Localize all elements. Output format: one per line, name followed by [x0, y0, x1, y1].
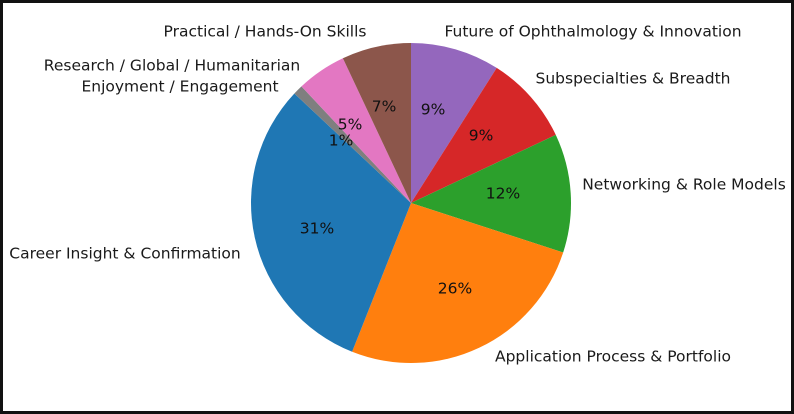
pie-slice-1[interactable] [411, 67, 556, 203]
pie-slice-percent-3: 26% [437, 279, 473, 298]
pie-slice-percent-1: 9% [468, 126, 494, 145]
pie-slice-percent-7: 7% [371, 97, 397, 116]
pie-slice-label-2: Networking & Role Models [582, 175, 786, 194]
pie-slice-label-0: Future of Ophthalmology & Innovation [444, 22, 742, 41]
pie-slice-3[interactable] [352, 203, 564, 363]
pie-slice-label-4: Career Insight & Confirmation [9, 244, 241, 263]
pie-slice-6[interactable] [301, 58, 411, 204]
pie-slice-percent-0: 9% [420, 100, 446, 119]
pie-chart-plot-area: 9% 9% 12% 26% 31% 1%5% 7% Future of Ophthalmol… [3, 3, 791, 411]
pie-chart-svg [251, 43, 571, 363]
pie-slice-label-3: Application Process & Portfolio [494, 347, 732, 366]
pie-slice-percent-6: 5% [337, 115, 363, 134]
pie-slice-label-1: Subspecialties & Breadth [535, 69, 731, 88]
pie-slice-label-7: Practical / Hands-On Skills [163, 22, 367, 41]
pie-slice-percent-2: 12% [485, 184, 521, 203]
pie-slice-4[interactable] [251, 93, 411, 352]
pie-slice-label-5: Enjoyment / Engagement [81, 77, 279, 96]
pie-slice-5[interactable] [294, 86, 411, 203]
pie-slice-7[interactable] [342, 43, 411, 203]
pie-slice-label-6: Research / Global / Humanitarian [43, 56, 301, 75]
pie-slice-2[interactable] [411, 134, 571, 253]
pie-slice-percent-4: 31% [299, 219, 335, 238]
pie-slice-0[interactable] [411, 43, 497, 203]
pie-slice-percent-5: 1% [328, 131, 354, 150]
